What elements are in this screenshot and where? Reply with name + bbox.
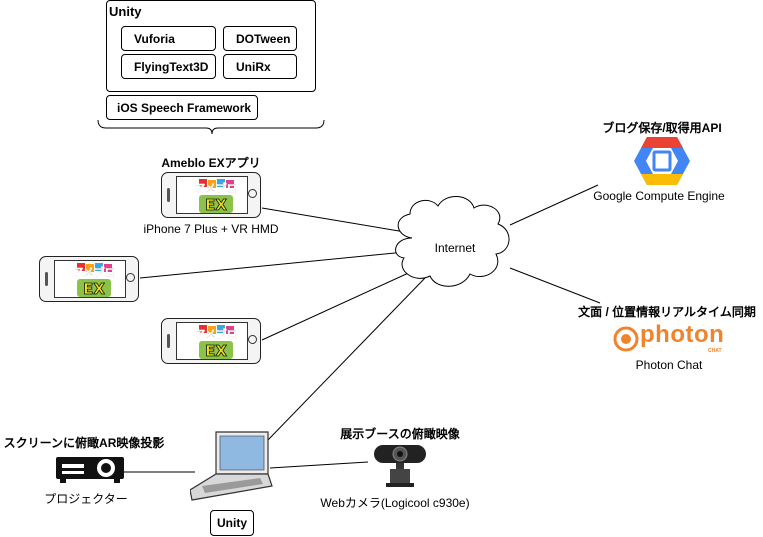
gce-label: Google Compute Engine [593, 189, 725, 203]
link-internet-gce [509, 184, 599, 226]
laptop-icon [190, 431, 273, 501]
svg-text:アメブロ: アメブロ [194, 181, 237, 195]
svg-text:EX: EX [205, 196, 227, 214]
laptop-unity-box: Unity [210, 510, 254, 536]
link-laptop-webcam [269, 461, 369, 469]
lib-dotween: DOTween [223, 26, 297, 51]
phone-screen: アメブロ EX [54, 260, 126, 298]
link-phone2-internet [139, 251, 406, 279]
lib-vuforia: Vuforia [121, 26, 216, 51]
svg-text:アメブロ: アメブロ [72, 265, 115, 279]
svg-text:EX: EX [205, 342, 227, 360]
ameblo-ex-logo: アメブロ EX [194, 179, 238, 214]
photon-caption: 文面 / 位置情報リアルタイム同期 [578, 305, 756, 319]
device-label: iPhone 7 Plus + VR HMD [143, 222, 279, 236]
ameblo-ex-logo: アメブロ EX [194, 325, 238, 360]
gce-caption: ブログ保存/取得用API [602, 121, 722, 135]
photon-label: Photon Chat [635, 358, 703, 372]
phone-home-button [248, 335, 257, 344]
link-laptop-internet [267, 277, 426, 441]
google-compute-engine-icon [634, 137, 690, 185]
link-internet-photon [509, 267, 601, 304]
phone-screen: アメブロ EX [176, 322, 248, 360]
phone-home-button [126, 273, 135, 282]
phone-speaker [45, 272, 48, 286]
webcam-label: Webカメラ(Logicool c930e) [320, 496, 470, 510]
ios-speech-box: iOS Speech Framework [106, 95, 258, 120]
ameblo-ex-logo: アメブロ EX [72, 263, 116, 298]
lib-flyingtext3d: FlyingText3D [121, 54, 216, 79]
internet-cloud [395, 196, 510, 287]
app-caption: Ameblo EXアプリ [161, 156, 261, 170]
photon-logo: photon CHAT [612, 321, 732, 355]
phone-home-button [248, 189, 257, 198]
smartphone-1: アメブロ EX [161, 172, 261, 218]
phone-screen: アメブロ EX [176, 176, 248, 214]
projector-icon [56, 457, 124, 483]
svg-text:EX: EX [83, 280, 105, 298]
webcam-caption: 展示ブースの俯瞰映像 [340, 427, 460, 441]
webcam-icon [374, 445, 426, 487]
photon-logo-sub: CHAT [708, 348, 722, 354]
unity-group-title: Unity [109, 4, 142, 19]
projector-label: プロジェクター [44, 492, 128, 506]
link-phone3-internet [261, 269, 416, 341]
svg-text:アメブロ: アメブロ [194, 327, 237, 341]
projector-caption: スクリーンに俯瞰AR映像投影 [3, 436, 165, 450]
photon-logo-text: photon [640, 321, 725, 348]
phone-speaker [167, 334, 170, 348]
internet-label: Internet [434, 241, 476, 255]
stack-brace [97, 119, 325, 135]
smartphone-2: アメブロ EX [39, 256, 139, 302]
link-phone1-internet [261, 207, 406, 233]
smartphone-3: アメブロ EX [161, 318, 261, 364]
lib-unirx: UniRx [223, 54, 297, 79]
phone-speaker [167, 188, 170, 202]
photon-swirl-icon [613, 326, 639, 352]
